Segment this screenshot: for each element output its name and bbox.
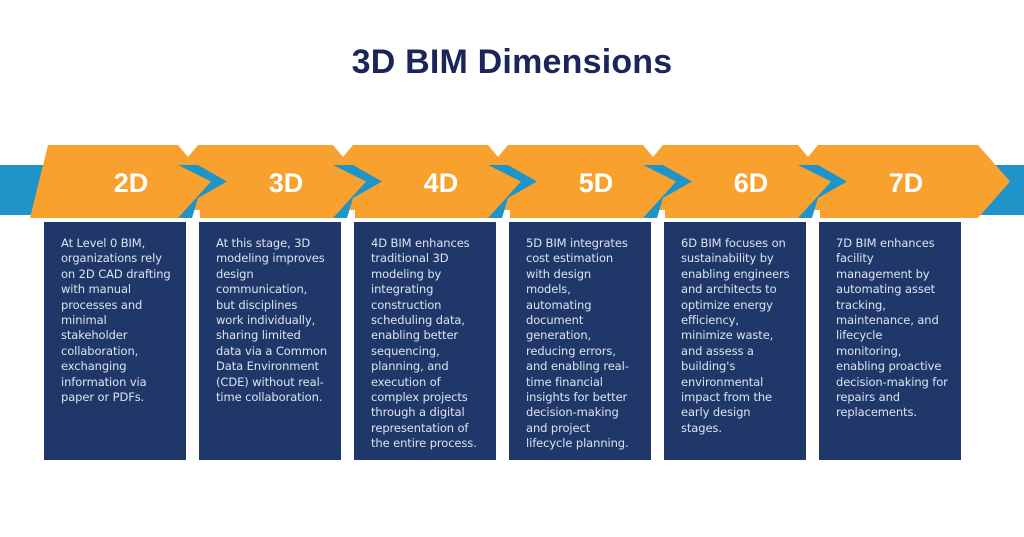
banner-topleft-clear bbox=[0, 140, 48, 165]
description-card-7d: 7D BIM enhances facility management by a… bbox=[819, 222, 961, 460]
description-card-4d: 4D BIM enhances traditional 3D modeling … bbox=[354, 222, 496, 460]
chevron-arrow-icon-4 bbox=[643, 165, 692, 218]
top-notch-2 bbox=[333, 145, 353, 157]
stage-label-3d: 3D bbox=[268, 168, 304, 198]
description-card-5d: 5D BIM integrates cost estimation with d… bbox=[509, 222, 651, 460]
top-notch-1 bbox=[178, 145, 198, 157]
chevron-arrow-icon-2 bbox=[333, 165, 382, 218]
description-text-5d: 5D BIM integrates cost estimation with d… bbox=[526, 236, 629, 451]
page-title: 3D BIM Dimensions bbox=[351, 43, 673, 81]
description-card-6d: 6D BIM focuses on sustainability by enab… bbox=[664, 222, 806, 460]
description-text-7d: 7D BIM enhances facility management by a… bbox=[836, 236, 948, 420]
description-text-4d: 4D BIM enhances traditional 3D modeling … bbox=[371, 236, 477, 451]
top-notch-5 bbox=[798, 145, 818, 157]
description-text-3d: At this stage, 3D modeling improves desi… bbox=[216, 236, 328, 405]
stage-label-2d: 2D bbox=[113, 168, 149, 198]
banner-top-clear bbox=[0, 140, 1024, 145]
description-card-3d: At this stage, 3D modeling improves desi… bbox=[199, 222, 341, 460]
stage-label-7d: 7D bbox=[888, 168, 924, 198]
stage-label-4d: 4D bbox=[423, 168, 459, 198]
teal-chevron-arrow-group bbox=[178, 165, 847, 218]
orange-chevron-band bbox=[30, 145, 1010, 218]
top-notch-4 bbox=[643, 145, 663, 157]
banner-graphic bbox=[0, 140, 1024, 224]
top-notch-group bbox=[178, 145, 818, 157]
description-text-2d: At Level 0 BIM, organizations rely on 2D… bbox=[61, 236, 171, 405]
chevron-arrow-icon-1 bbox=[178, 165, 227, 218]
chevron-arrow-icon-5 bbox=[798, 165, 847, 218]
dimension-progression-banner: 2D 3D 4D 5D 6D 7D bbox=[0, 140, 1024, 224]
stage-label-5d: 5D bbox=[578, 168, 614, 198]
top-notch-3 bbox=[488, 145, 508, 157]
description-card-2d: At Level 0 BIM, organizations rely on 2D… bbox=[44, 222, 186, 460]
stage-label-6d: 6D bbox=[733, 168, 769, 198]
description-text-6d: 6D BIM focuses on sustainability by enab… bbox=[681, 236, 790, 435]
chevron-arrow-icon-3 bbox=[488, 165, 537, 218]
